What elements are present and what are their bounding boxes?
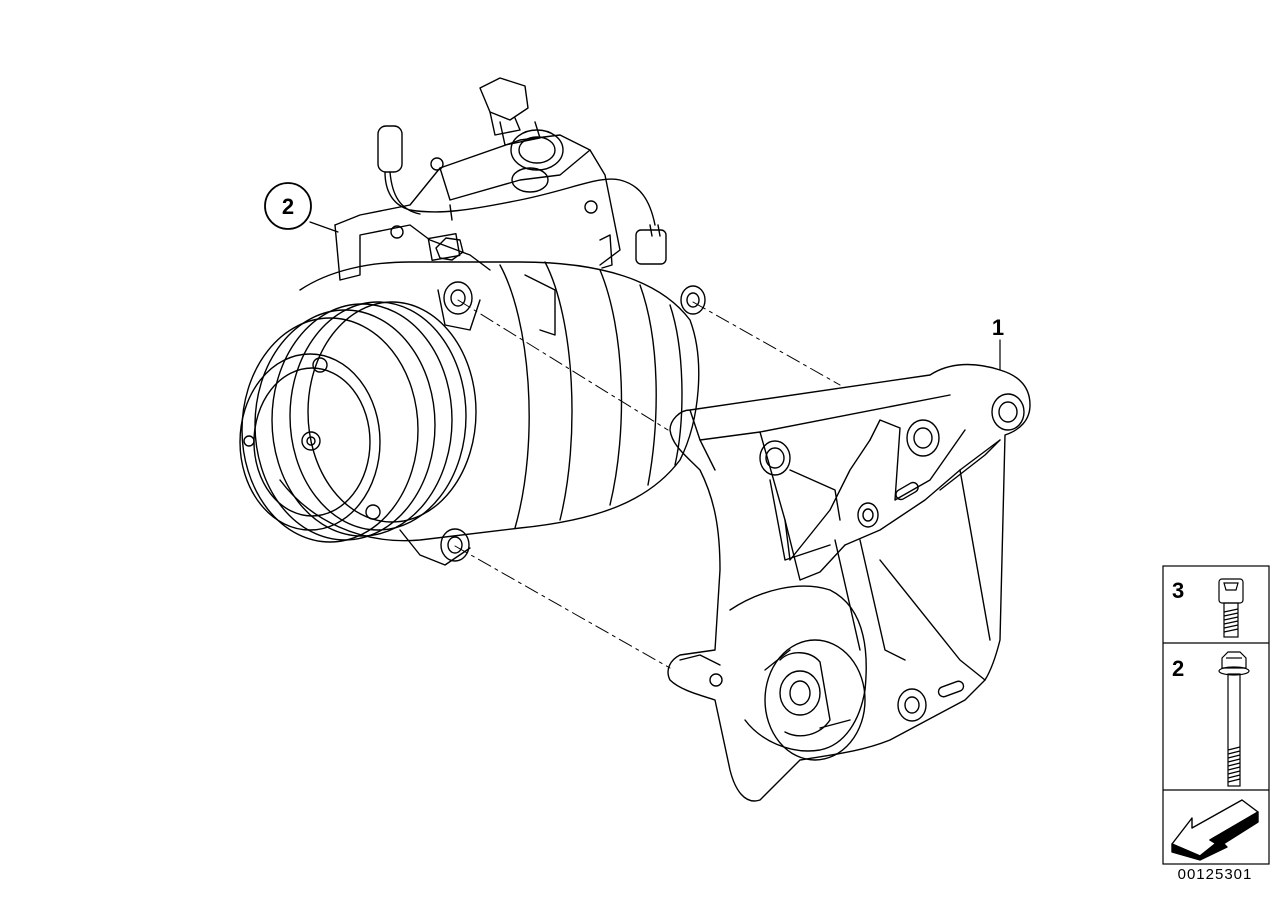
callout-2[interactable]: 2 [264, 182, 312, 230]
legend-item-2-number: 2 [1172, 656, 1184, 681]
ac-compressor [239, 77, 706, 566]
alignment-lines [454, 299, 841, 669]
callout-2-leader [309, 221, 339, 233]
socket-head-bolt-icon [1218, 578, 1244, 638]
callout-2-label: 2 [282, 194, 294, 219]
compressor-bracket [667, 363, 1031, 802]
legend-item-3-number: 3 [1172, 578, 1184, 603]
arrow-left-icon[interactable] [1171, 799, 1259, 861]
callout-1-label[interactable]: 1 [992, 315, 1004, 340]
hex-flange-bolt-icon [1218, 651, 1250, 787]
document-number: 00125301 [1177, 866, 1253, 883]
